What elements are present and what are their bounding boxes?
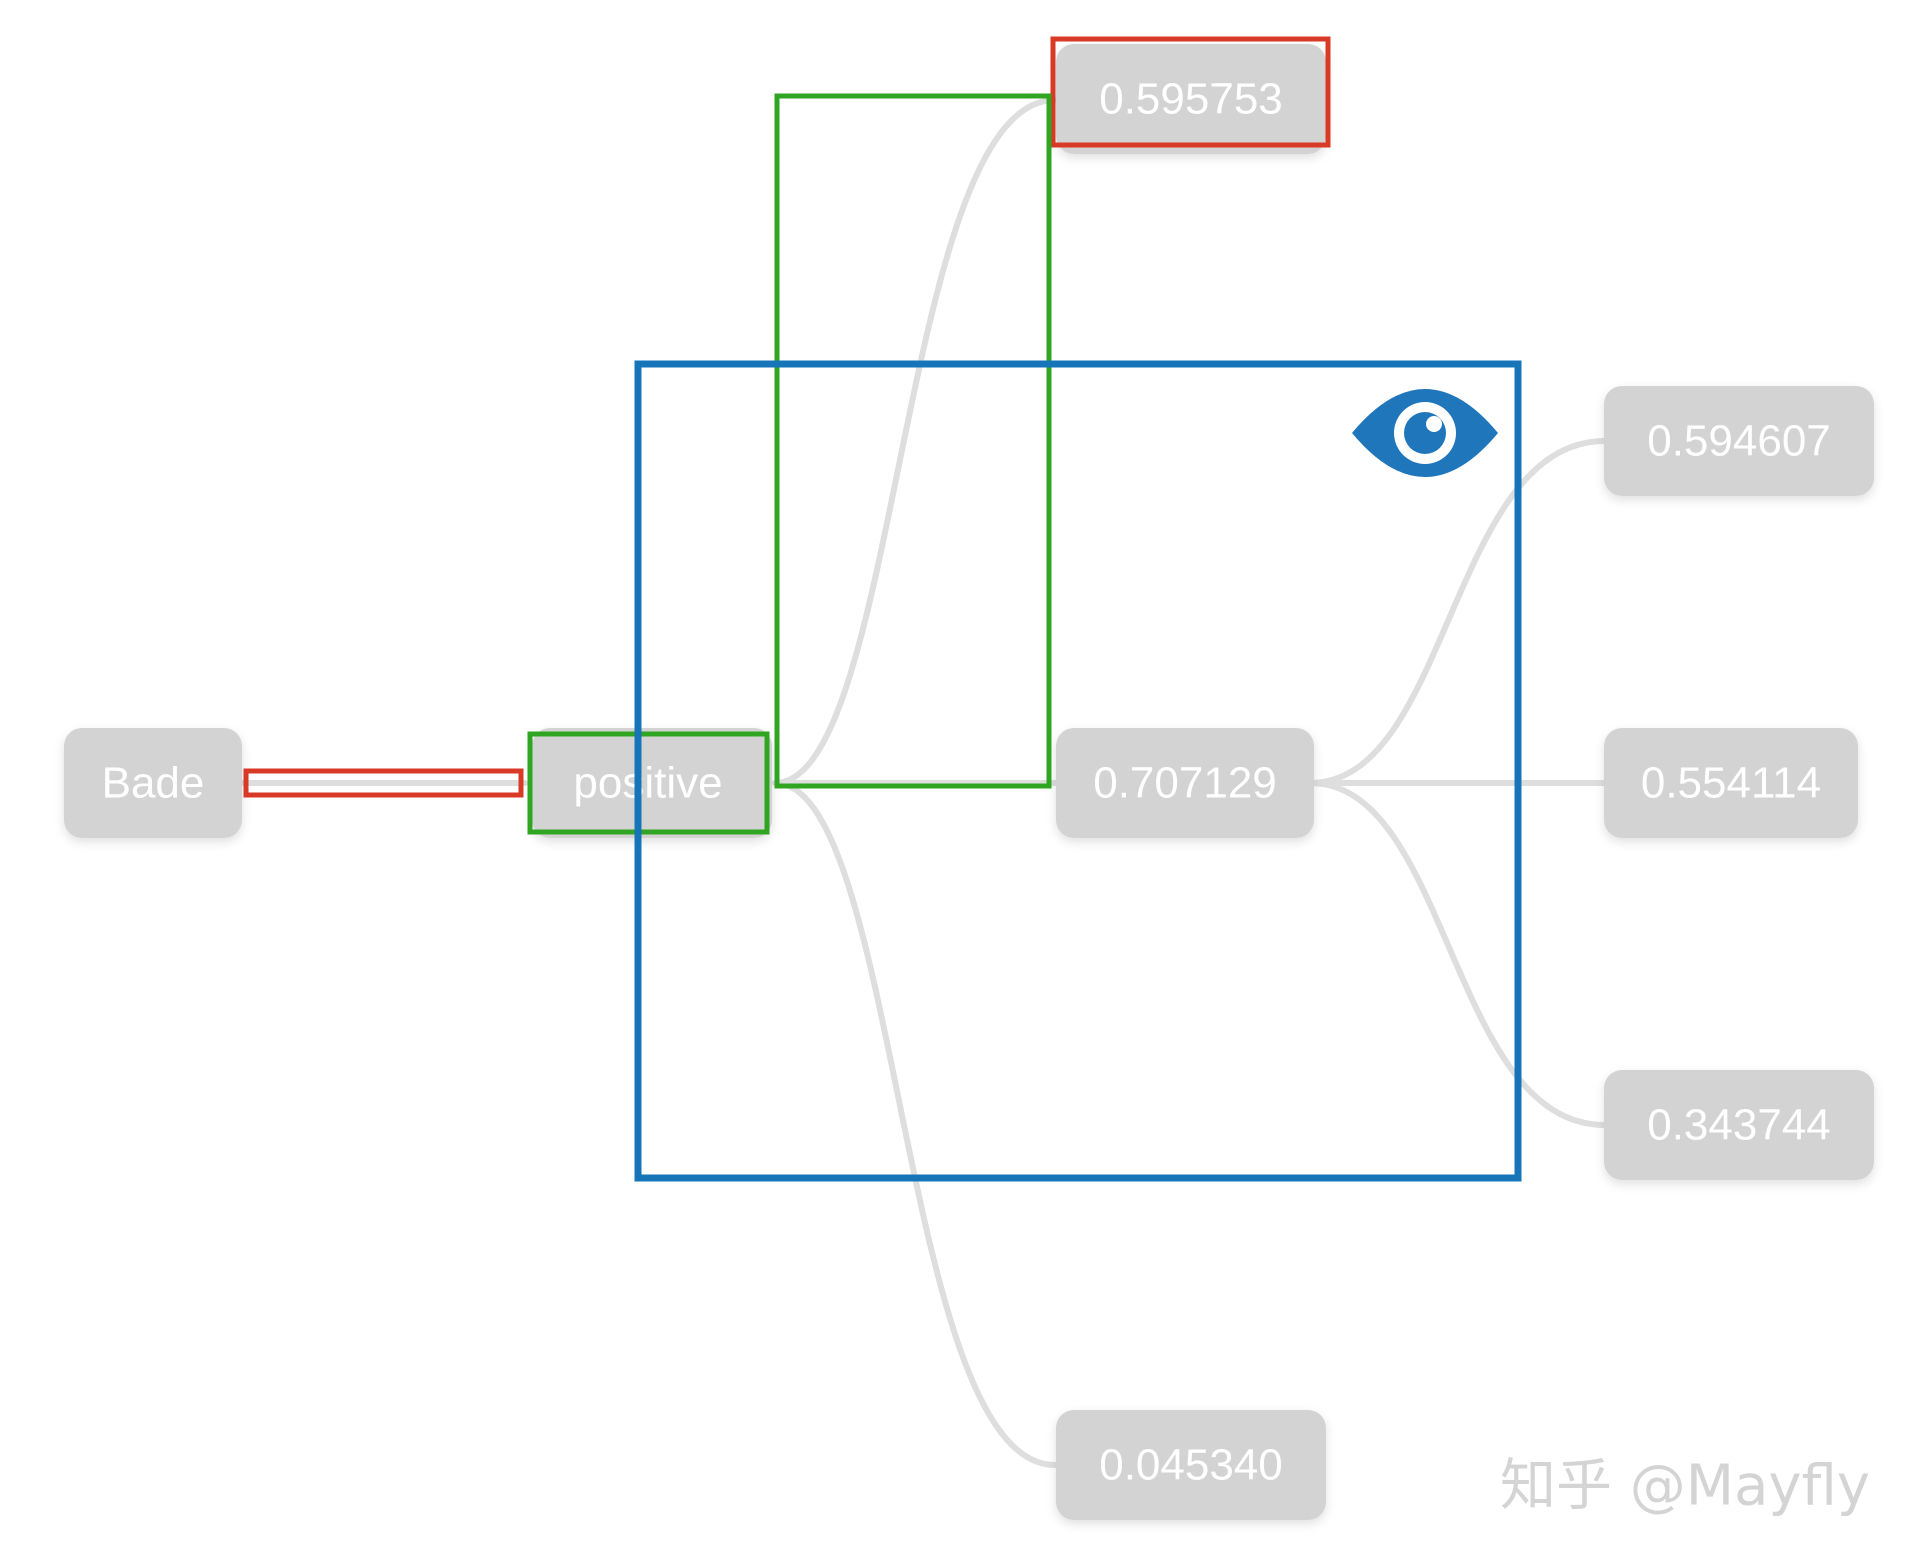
node-0594607[interactable]: 0.594607 (1604, 386, 1874, 496)
highlight-box-red-node (1050, 36, 1331, 148)
eye-icon[interactable] (1352, 389, 1498, 477)
node-0595753[interactable]: 0.595753 (1056, 44, 1326, 154)
node-0343744[interactable]: 0.343744 (1604, 1070, 1874, 1180)
node-label-0343744: 0.343744 (1647, 1101, 1831, 1150)
highlight-box-green-edge (774, 93, 1052, 789)
edge-0707129-0594607 (1307, 438, 1608, 786)
node-0045340[interactable]: 0.045340 (1056, 1410, 1326, 1520)
node-0554114[interactable]: 0.554114 (1604, 728, 1858, 838)
node-label-bade: Bade (102, 759, 205, 808)
edge-positive-0045340 (772, 780, 1058, 1468)
node-positive[interactable]: positive (532, 728, 772, 838)
node-label-positive: positive (573, 759, 722, 808)
watermark: 知乎 @Mayfly (1500, 1454, 1870, 1519)
highlight-box-red-edge (243, 768, 524, 798)
node-label-0707129: 0.707129 (1093, 759, 1277, 808)
edge-positive-0595753 (772, 97, 1058, 786)
edge-0707129-0343744 (1307, 780, 1608, 1128)
node-0707129[interactable]: 0.707129 (1056, 728, 1314, 838)
highlight-box-blue-region (634, 360, 1522, 1182)
node-label-0045340: 0.045340 (1099, 1441, 1283, 1490)
highlight-box-green-node (527, 731, 770, 835)
node-bade[interactable]: Bade (64, 728, 242, 838)
node-label-0595753: 0.595753 (1099, 75, 1283, 124)
node-label-0554114: 0.554114 (1641, 759, 1821, 808)
edges (240, 97, 1608, 1468)
node-label-0594607: 0.594607 (1647, 417, 1831, 466)
